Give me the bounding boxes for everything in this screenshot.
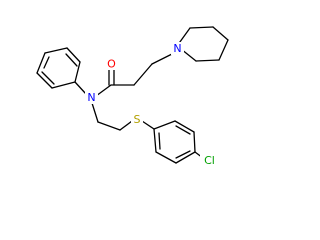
carbonyl-bond xyxy=(108,68,115,86)
sulfur-label: S xyxy=(134,113,141,126)
butanoyl-chain xyxy=(95,53,173,97)
oxygen-atom: O xyxy=(105,57,118,71)
amide-nitrogen-label: N xyxy=(87,91,95,104)
piperidine-nitrogen-atom: N xyxy=(171,42,184,55)
oxygen-label: O xyxy=(107,58,116,71)
amide-nitrogen-atom: N xyxy=(85,91,98,104)
piperidine-ring xyxy=(176,26,229,62)
phenyl-ring xyxy=(36,47,87,95)
chlorine-atom: Cl xyxy=(200,153,219,167)
chlorophenyl-ring xyxy=(153,120,204,164)
chemical-structure-diagram: O N N S Cl xyxy=(36,26,229,167)
atom-labels: O N N S Cl xyxy=(85,42,219,167)
sulfur-atom: S xyxy=(131,113,143,126)
piperidine-nitrogen-label: N xyxy=(173,42,181,55)
ethyl-linker xyxy=(91,102,155,131)
chlorine-label: Cl xyxy=(204,154,215,167)
